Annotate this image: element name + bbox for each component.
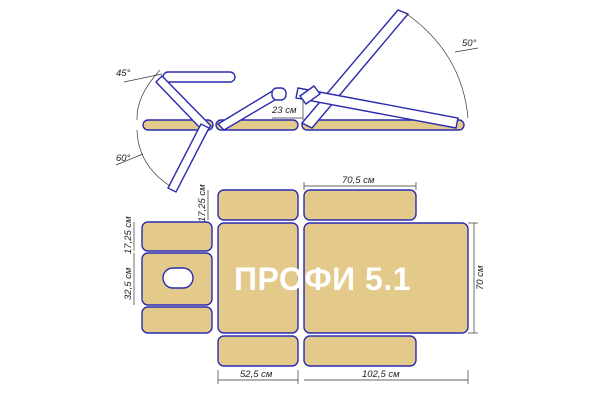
label-head-side-height: 17,25 см	[123, 216, 134, 254]
arc-head-up	[136, 69, 161, 121]
back-side-pad-top	[303, 189, 417, 221]
model-title: ПРОФИ 5.1	[234, 261, 411, 297]
angle-head-down-label: 60°	[116, 153, 131, 164]
seat-pad	[217, 222, 299, 334]
angle-head-up-label: 45°	[116, 68, 131, 79]
face-hole	[162, 267, 194, 289]
label-seat-length: 52,5 см	[240, 369, 273, 380]
gap-label: 23 см	[271, 105, 297, 116]
arc-back-up	[403, 11, 469, 119]
label-back-length: 70,5 см	[342, 175, 375, 186]
angle-back-up-label: 50°	[462, 38, 477, 49]
label-head-middle-height: 32,5 см	[123, 267, 134, 300]
top-view: 70,5 см 17,25 см 17,25 см 32,5 см 70 см …	[123, 175, 486, 384]
side-back-incline-mid	[295, 87, 459, 129]
label-width: 70 см	[475, 265, 486, 290]
label-back-section-length: 102,5 см	[362, 369, 400, 380]
side-head-pad-down	[167, 123, 210, 193]
arc-head-down	[136, 129, 171, 187]
leader-head-down	[115, 153, 144, 166]
back-pad	[303, 222, 469, 334]
seat-side-pad-top	[217, 189, 299, 221]
side-seat-cap	[271, 87, 287, 101]
leader-head-up	[123, 73, 163, 83]
back-side-pad-bottom	[303, 335, 417, 367]
head-pad-bottom	[141, 306, 213, 334]
seat-side-pad-bottom	[217, 335, 299, 367]
leader-back-up	[454, 47, 479, 53]
side-head-pad-raised	[162, 71, 236, 83]
label-side-pad-height: 17,25 см	[197, 184, 208, 222]
side-back-hinge	[299, 85, 321, 105]
side-view: 45° 60° 50° 23 см	[115, 9, 479, 193]
head-pad-top	[141, 221, 213, 252]
